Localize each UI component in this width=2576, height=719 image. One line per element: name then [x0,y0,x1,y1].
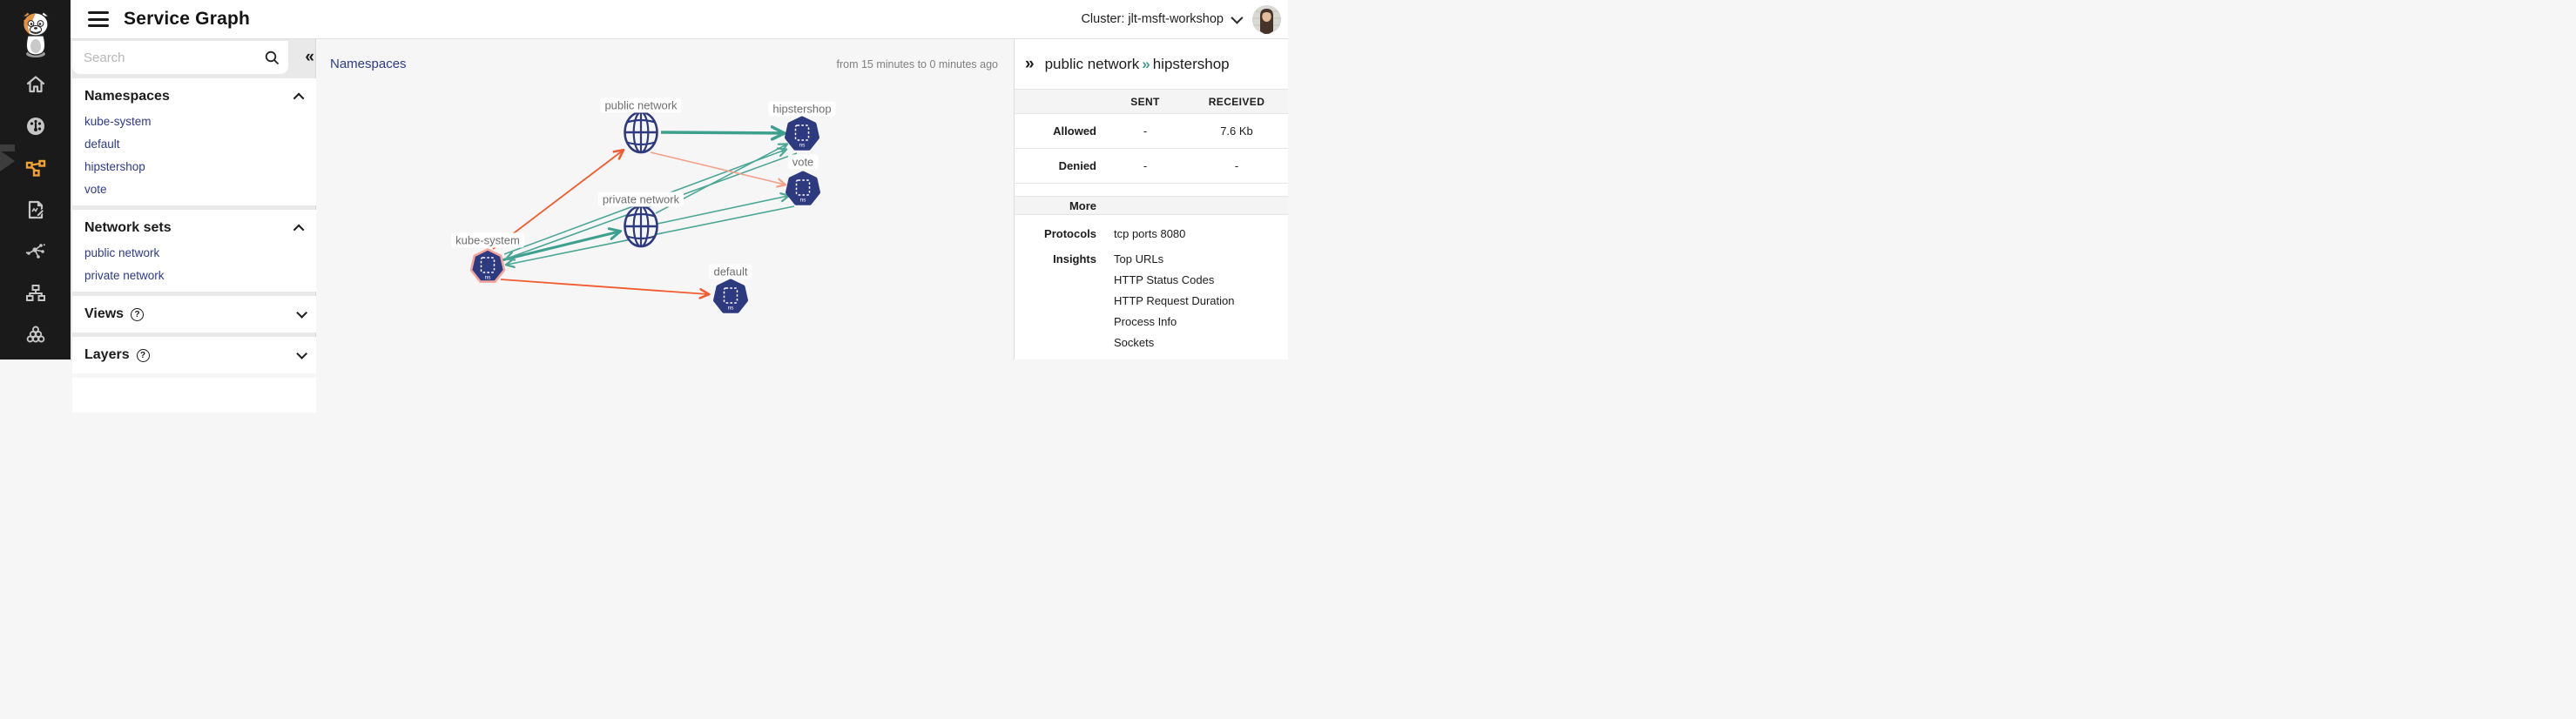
sidebar-item-default[interactable]: default [84,137,120,151]
menu-hamburger-icon[interactable] [88,11,109,27]
edge-private-network-to-vote[interactable] [657,196,788,225]
sidebar-item-private-network[interactable]: private network [84,268,165,282]
search-card [72,41,288,74]
molecule-icon [25,244,45,259]
svg-text:ns: ns [799,143,806,149]
page-title: Service Graph [124,9,251,29]
left-icon-rail [0,0,71,360]
graph-view-label: Namespaces [330,57,407,71]
svg-text:ns: ns [485,275,492,281]
help-icon[interactable]: ? [136,348,150,362]
edge-details-title: public network»hipstershop [1044,55,1230,72]
node-label-vote[interactable]: vote [787,154,819,170]
traffic-table-header: SENT RECEIVED [1015,89,1288,114]
insight-item[interactable]: Top URLs [1114,252,1164,265]
edge-direction-icon: » [1142,55,1150,72]
svg-text:ns: ns [728,306,735,312]
sidebar-section-namespaces: Namespaces kube-system default hipstershop… [72,78,316,205]
insight-item[interactable]: HTTP Status Codes [1114,273,1215,286]
sidebar-item-vote[interactable]: vote [84,182,107,196]
search-input[interactable] [72,50,265,65]
node-label-hipstershop[interactable]: hipstershop [768,101,836,117]
sidebar-section-network-sets: Network sets public network private netwo… [72,210,316,292]
chevron-down-icon [1231,11,1244,24]
help-icon[interactable]: ? [131,307,145,321]
edge-public-network-to-hipstershop[interactable] [660,132,783,133]
rail-items [0,64,71,356]
edge-public-network-to-vote[interactable] [650,151,785,185]
node-label-public-network[interactable]: public network [600,97,682,113]
rail-item-service-graph-icon[interactable] [0,147,71,189]
chevron-up-icon [293,92,305,104]
dashboard-gauge-icon [26,118,44,135]
rail-item-cluster-honeycomb-icon[interactable] [0,314,71,356]
sidebar-collapse-icon[interactable]: « [305,48,314,66]
cluster-honeycomb-icon [26,326,44,343]
cluster-selector[interactable]: Cluster: jlt-msft-workshop [1081,11,1244,26]
section-title: Layers [84,347,130,362]
sidebar-section-layers: Layers? [72,337,316,373]
node-default[interactable]: ns [713,279,748,313]
service-graph-canvas[interactable]: ns ns ns ns public network hipstershop vot… [316,39,1014,360]
node-private-network[interactable] [624,205,658,248]
sidebar-item-kube-system[interactable]: kube-system [84,114,152,128]
sitemap-icon [25,285,45,301]
sidebar-sections: Namespaces kube-system default hipstershop… [71,78,316,373]
rail-item-molecule-icon[interactable] [0,231,71,272]
search-icon[interactable] [265,50,280,65]
rail-item-policy-report-icon[interactable] [0,189,71,231]
protocols-row: Protocols tcp ports 8080 [1044,227,1186,240]
chevron-down-icon [296,347,307,360]
edge-kube-system-to-private-network[interactable] [501,232,619,262]
insight-item[interactable]: Process Info [1114,315,1177,328]
node-kube-system[interactable]: ns [469,248,506,283]
section-header[interactable]: Namespaces [72,84,316,110]
node-public-network[interactable] [624,111,658,154]
section-title: Network sets [84,220,172,235]
cluster-selector-label: Cluster: jlt-msft-workshop [1081,12,1224,26]
chevron-down-icon [296,306,307,319]
graph-svg: ns ns ns ns [469,111,820,313]
table-row-allowed: Allowed - 7.6 Kb [1015,114,1288,149]
table-row-denied: Denied - - [1015,149,1288,184]
edge-kube-system-to-default[interactable] [500,279,708,294]
node-vote[interactable]: ns [786,171,820,205]
section-header[interactable]: Network sets [72,215,316,241]
section-header[interactable]: Views? [72,301,316,327]
user-avatar[interactable] [1252,4,1281,34]
sidebar: « Namespaces kube-system default hipstersh… [71,39,316,413]
svg-text:ns: ns [800,198,807,204]
table-spacer [1015,184,1288,197]
sidebar-empty-card [72,378,316,413]
insight-item[interactable]: Sockets [1114,336,1155,349]
otterize-logo [21,11,50,57]
node-hipstershop[interactable]: ns [785,116,819,151]
panel-collapse-icon[interactable]: » [1025,54,1034,73]
rail-item-home-icon[interactable] [0,64,71,105]
section-title: Views [84,306,125,321]
time-range-label: from 15 minutes to 0 minutes ago [836,58,998,71]
sidebar-item-hipstershop[interactable]: hipstershop [84,159,145,173]
rail-item-dashboard-gauge-icon[interactable] [0,105,71,147]
service-graph-icon [25,159,45,177]
node-label-private-network[interactable]: private network [597,192,684,207]
more-section-header: More [1015,197,1288,215]
sidebar-item-public-network[interactable]: public network [84,245,160,259]
topbar: Service Graph Cluster: jlt-msft-workshop [71,0,1288,39]
node-label-default[interactable]: default [709,264,752,279]
insight-item[interactable]: HTTP Request Duration [1114,294,1235,307]
active-wedge-icon [0,151,15,171]
edge-kube-system-to-public-network[interactable] [492,151,623,250]
edge-details-panel: » public network»hipstershop SENT RECEIV… [1014,39,1288,360]
sidebar-section-views: Views? [72,296,316,333]
rail-item-sitemap-icon[interactable] [0,272,71,314]
policy-report-icon [28,200,44,219]
section-title: Namespaces [84,89,170,104]
active-wedge-decoration [0,144,15,151]
node-label-kube-system[interactable]: kube-system [451,232,524,248]
section-header[interactable]: Layers? [72,342,316,368]
home-icon [26,76,44,93]
chevron-up-icon [293,224,305,235]
